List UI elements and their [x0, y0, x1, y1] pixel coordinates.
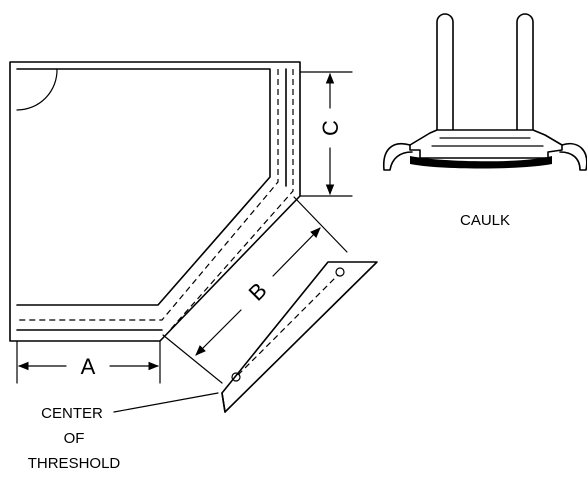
dimension-b-label: B: [244, 278, 272, 306]
threshold-channel: [16, 68, 294, 331]
dimension-a: A: [16, 340, 161, 384]
screw-hole-bottom: [231, 372, 241, 382]
center-label-line3: THRESHOLD: [28, 455, 121, 472]
caulk-label: CAULK: [460, 212, 510, 229]
door-swing-arc: [16, 68, 58, 111]
screw-hole-top: [335, 267, 345, 277]
center-of-threshold-callout: CENTER OF THRESHOLD: [28, 392, 219, 472]
center-label-line2: OF: [64, 430, 85, 447]
dimension-c-label: C: [318, 120, 343, 136]
dimension-a-label: A: [81, 354, 96, 379]
center-label-line1: CENTER: [41, 405, 103, 422]
threshold-strip: [221, 261, 378, 413]
caulk-profile: CAULK: [383, 13, 587, 229]
floor-plan-outline: [9, 61, 301, 342]
caulk-bead: [410, 156, 552, 169]
dimension-c: C: [299, 71, 353, 197]
